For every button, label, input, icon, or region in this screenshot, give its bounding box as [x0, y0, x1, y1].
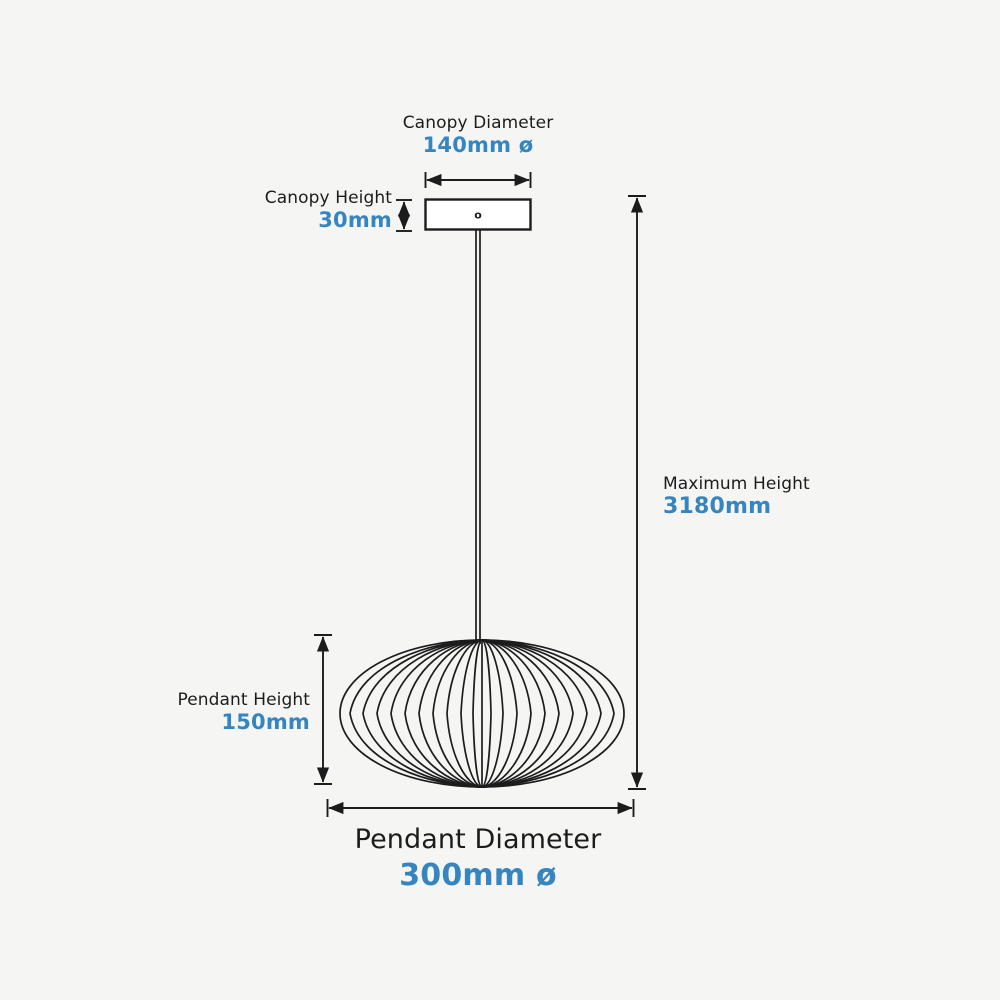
shade-rib: [446, 639, 483, 788]
shade-rib: [481, 639, 492, 788]
shade-rib: [362, 639, 483, 788]
shade-rib: [481, 639, 546, 788]
shade-rib: [349, 639, 483, 788]
shade-rib: [481, 639, 560, 788]
shade-rib: [481, 639, 504, 788]
label-pendant-height: Pendant Height 150mm: [177, 690, 310, 735]
shade-rib: [481, 639, 518, 788]
shade-rib: [481, 639, 602, 788]
dimension-canopy-height: [396, 199, 412, 232]
shade-ribs: [349, 639, 615, 788]
shade-rib: [376, 639, 483, 788]
canopy-height-name: Canopy Height: [264, 188, 392, 208]
label-pendant-diameter: Pendant Diameter 300mm ø: [355, 824, 602, 893]
canopy-body: [424, 198, 532, 231]
shade-rib: [481, 639, 615, 788]
pendant-diameter-name: Pendant Diameter: [354, 824, 602, 855]
label-canopy-diameter: Canopy Diameter 140mm ø: [403, 113, 554, 158]
maximum-height-value: 3180mm: [663, 494, 772, 520]
shade-rib: [418, 639, 483, 788]
shade-rib: [404, 639, 483, 788]
canopy-center-marking: o: [474, 209, 482, 222]
shade-rib: [481, 639, 532, 788]
dimension-pendant-diameter: [326, 799, 635, 817]
shade-rib: [472, 639, 483, 788]
dimension-canopy-diameter: [424, 172, 532, 188]
shade-rib: [481, 639, 588, 788]
label-canopy-height: Canopy Height 30mm: [265, 188, 392, 233]
canopy-diameter-name: Canopy Diameter: [402, 113, 554, 133]
pendant-height-name: Pendant Height: [177, 690, 310, 710]
dimension-pendant-height: [314, 634, 332, 785]
canopy-diameter-value: 140mm ø: [422, 133, 534, 158]
pendant-diameter-value: 300mm ø: [399, 857, 557, 893]
pendant-shade: [339, 639, 625, 788]
pendant-height-value: 150mm: [221, 710, 310, 735]
shade-rib: [432, 639, 483, 788]
label-maximum-height: Maximum Height 3180mm: [663, 474, 810, 520]
maximum-height-name: Maximum Height: [663, 474, 810, 494]
suspension-rod: [475, 229, 481, 644]
shade-rib: [481, 639, 574, 788]
shade-rib: [390, 639, 483, 788]
canopy-height-value: 30mm: [318, 208, 392, 233]
dimension-maximum-height: [628, 195, 646, 790]
canopy-group: o: [424, 198, 532, 231]
shade-rib: [460, 639, 483, 788]
